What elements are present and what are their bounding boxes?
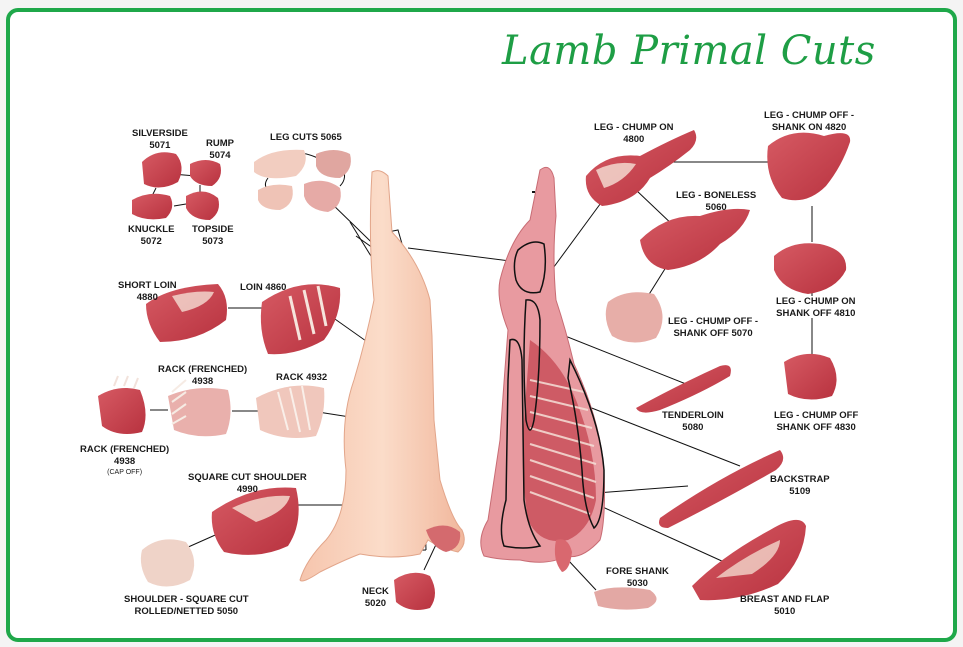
leg-cut-piece: [316, 150, 351, 178]
bone: [171, 415, 187, 425]
label-rack-frenched: RACK (FRENCHED)4938: [158, 364, 248, 387]
diagram-title: Lamb Primal Cuts: [502, 28, 876, 74]
backstrap-piece: [659, 450, 784, 528]
bone: [302, 289, 316, 335]
rib: [529, 491, 591, 515]
leg-chump-off-shank-off-5070-piece: [605, 292, 663, 343]
rib: [529, 427, 595, 447]
inside-cut-outlines: [500, 241, 605, 549]
rib: [529, 411, 593, 429]
leader-line: [647, 263, 669, 297]
leg-cut-piece: [304, 180, 341, 212]
bone: [113, 375, 119, 387]
rack-bones: [277, 385, 311, 433]
silverside-piece: [142, 152, 182, 188]
leader-line: [595, 503, 725, 563]
leg-cut-piece: [254, 149, 306, 179]
leg-chump-off-shank-off-4830-piece: [784, 353, 837, 400]
loin-bones: [288, 285, 328, 341]
rack-frenched-bones: [171, 379, 187, 425]
fore-shank: [554, 539, 572, 572]
bone: [171, 403, 187, 415]
bone: [301, 385, 311, 431]
rack-frenched-piece: [168, 388, 231, 437]
loin-piece: [260, 284, 341, 355]
bone: [123, 375, 129, 387]
bone: [288, 295, 302, 341]
label-leg-cuts: LEG CUTS 5065: [270, 132, 342, 143]
short-loin-fat: [172, 291, 214, 312]
bone: [171, 379, 187, 393]
leader-line: [173, 203, 187, 207]
rib: [529, 395, 589, 411]
leg-chump-on-shank-off-piece: [774, 243, 847, 294]
tenderloin-outline: [523, 299, 541, 431]
carcass-outside: [299, 170, 465, 582]
leg-cut-piece: [258, 184, 293, 210]
label-leg-chump-off-shank-on: LEG - CHUMP OFF -SHANK ON 4820: [764, 110, 855, 133]
topside-piece: [186, 191, 219, 220]
leg-outline: [513, 241, 547, 294]
cut-pieces-left: [98, 149, 435, 610]
backstrap-outline: [500, 338, 542, 549]
cut-pieces-right: [585, 130, 851, 610]
knuckle-piece: [132, 193, 173, 220]
leader-line: [547, 195, 607, 276]
square-cut-shoulder-fat: [232, 495, 290, 522]
fore-shank-piece: [594, 587, 657, 610]
leg-boneless-piece: [640, 208, 750, 270]
rib: [529, 379, 585, 393]
label-leg-chump-off-shank-off-5070: LEG - CHUMP OFF -SHANK OFF 5070: [668, 316, 759, 339]
leader-line: [407, 247, 519, 263]
label-rack: RACK 4932: [276, 372, 328, 383]
rack-cap-off-piece: [98, 388, 146, 434]
label-rack-frenched-cap-off: RACK (FRENCHED)4938(CAP OFF): [80, 444, 170, 476]
leg-chump-off-shank-on-piece: [767, 132, 851, 201]
bone: [289, 387, 301, 433]
leader-line: [567, 559, 597, 591]
leg-chump-on-fat: [596, 162, 636, 188]
tenderloin-piece: [636, 365, 731, 413]
bone: [277, 391, 289, 431]
neck-piece: [394, 572, 435, 610]
bone: [171, 391, 187, 403]
label-loin: LOIN 4860: [240, 282, 287, 293]
rack-piece: [256, 385, 325, 438]
bone: [133, 377, 139, 389]
carcass-rib-area: [522, 340, 596, 542]
rib: [529, 459, 597, 483]
shoulder-rolled-piece: [140, 539, 195, 587]
breast-and-flap-fat: [716, 540, 780, 578]
rump-piece: [190, 160, 221, 186]
bone: [316, 285, 328, 327]
breast-outline: [567, 357, 605, 530]
rib: [529, 475, 595, 499]
leg-chump-on-piece: [585, 130, 697, 206]
rib-bones: [529, 379, 597, 515]
carcass-neck: [426, 525, 461, 552]
rack-cap-off-bones: [113, 375, 139, 389]
rib: [529, 443, 597, 465]
